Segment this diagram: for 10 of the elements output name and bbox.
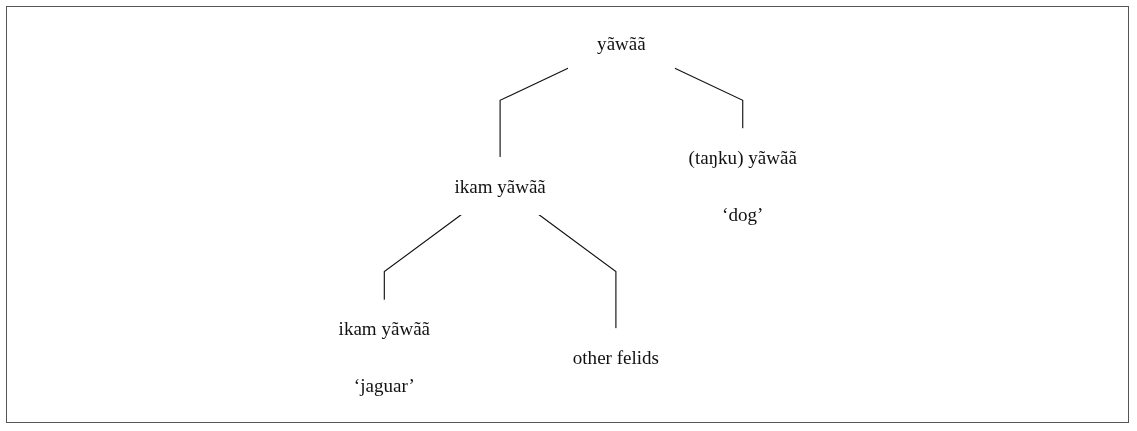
connector xyxy=(383,213,462,301)
node-text: ikam yãwãã ‘jaguar’ xyxy=(338,318,430,397)
connector xyxy=(499,67,569,158)
connector xyxy=(673,67,744,130)
connector xyxy=(537,213,617,330)
frame-border: yãwãã ikam yãwãã (taŋku) yãwãã ‘dog’ ikam yãwãã ‘jaguar’ other felids xyxy=(6,6,1129,423)
node-text: yãwãã xyxy=(596,32,646,54)
node-text: (taŋku) yãwãã ‘dog’ xyxy=(688,146,797,225)
node-text: ikam yãwãã xyxy=(454,175,546,197)
node-text: other felids xyxy=(572,346,659,368)
